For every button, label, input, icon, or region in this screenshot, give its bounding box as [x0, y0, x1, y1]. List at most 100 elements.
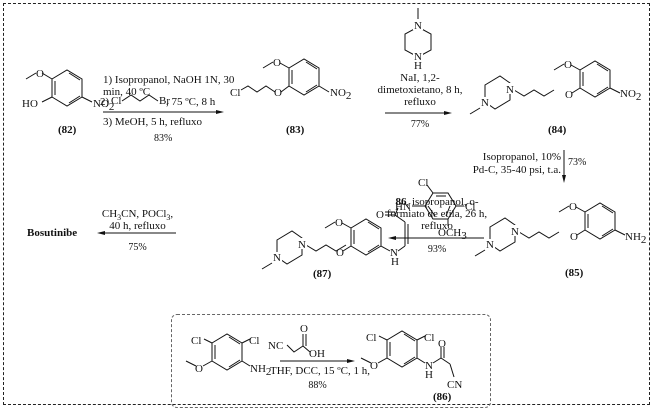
compound-84-ether-o: O	[565, 89, 573, 101]
compound-86-structure: Cl Cl O N H O CN	[360, 330, 462, 391]
bromochloropropane-chain	[121, 94, 159, 102]
compound-87-enamine-n: N	[390, 247, 398, 259]
bromochloropropane-cl: Cl	[111, 95, 121, 107]
step6-arrowhead	[347, 359, 355, 363]
step5-condition-line2: 40 h, refluxo	[109, 220, 166, 232]
step1-condition-line3-suffix: , 75 ºC, 8 h	[166, 96, 216, 108]
compound-83-structure: O O Cl NO2	[230, 57, 351, 102]
compound-87-methoxy-o: O	[335, 217, 343, 229]
compound-84-structure: N N O O NO2	[469, 59, 641, 115]
inset-box-compound-86	[171, 314, 491, 408]
compound-85-n-propyl: N	[511, 226, 519, 238]
compound-86-carbonyl-o: O	[438, 338, 446, 350]
step1-yield: 83%	[154, 133, 173, 144]
step3-condition-line1: Isopropanol, 10%	[482, 151, 561, 163]
step4-condition-line2: formiato de etila, 26 h,	[386, 208, 488, 220]
compound-87-structure: N N O O N H O HN Cl Cl OCH3	[261, 177, 475, 270]
compound-86-chloro-para: Cl	[366, 332, 376, 344]
compound-84-label: (84)	[548, 124, 567, 136]
compound-86-label: (86)	[433, 391, 452, 403]
step5-arrowhead	[97, 231, 105, 235]
compound-83-nitro: NO2	[330, 87, 351, 102]
compound-87-enamine-h: H	[391, 256, 399, 268]
compound-87-n-methyl: N	[273, 252, 281, 264]
compound-87-label: (87)	[313, 268, 332, 280]
step5-cn-pocl: CN, POCl	[121, 208, 167, 220]
step5-pocl-sub: 3	[166, 213, 171, 223]
bromochloropropane-br: Br	[159, 95, 170, 107]
step1-condition-line2: min, 40 ºC	[103, 86, 151, 98]
step3-yield: 73%	[568, 157, 587, 168]
step2-condition-line3: refluxo	[404, 96, 436, 108]
step1-condition-line4: 3) MeOH, 5 h, refluxo	[103, 116, 202, 128]
step5-ch: CH	[101, 208, 118, 220]
cyanoacetic-acid-hydroxy: OH	[309, 348, 325, 360]
compound-87-amide-nh: HN	[395, 201, 411, 213]
step4-condition-line1-rest: , isopropanol, o-	[406, 196, 479, 208]
product-bosutinib: Bosutinibe	[27, 227, 78, 239]
compound-85-methoxy-o: O	[569, 201, 577, 213]
compound-82-label: (82)	[58, 124, 77, 136]
step1-condition-line1: 1) Isopropanol, NaOH 1N, 30	[103, 74, 235, 86]
compound-85-label: (85)	[565, 267, 584, 279]
aniline-amine: NH2	[250, 363, 271, 378]
step4-reagent-86: 86	[395, 196, 407, 208]
step2-condition-line2: dimetoxietano, 8 h,	[377, 84, 463, 96]
compound-84-methoxy-o: O	[564, 59, 572, 71]
cyanoacetic-acid-structure: O NC OH	[268, 323, 325, 360]
step4-yield: 93%	[427, 244, 447, 255]
step4-condition-line1: 86, isopropanol, o-	[386, 196, 488, 208]
compound-85-ether-o: O	[570, 231, 578, 243]
aniline-structure: Cl Cl O NH2	[185, 333, 271, 378]
compound-82-methoxy-o: O	[36, 68, 44, 80]
step1-arrowhead	[216, 110, 224, 114]
compound-84-nitro: NO2	[620, 88, 641, 103]
methylpiperazine-h: H	[414, 60, 422, 72]
step5-ch-sub: 3	[117, 213, 122, 223]
step4-arrowhead	[388, 236, 396, 240]
step6-yield: 88%	[308, 380, 327, 391]
compound-82-hydroxy: HO	[22, 98, 38, 110]
compound-86-amide-h: H	[425, 369, 433, 381]
compound-87-n-propyl: N	[298, 239, 306, 251]
step3-condition-line2: Pd-C, 35-40 psi, t.a.	[472, 164, 561, 176]
compound-86-chloro-ortho: Cl	[424, 332, 434, 344]
step3-arrowhead	[562, 175, 566, 183]
step2-yield: 77%	[410, 119, 430, 130]
compound-87-chloro-ortho: Cl	[418, 177, 428, 189]
compound-85-structure: N N O O NH2	[474, 201, 646, 257]
step5-yield: 75%	[128, 242, 147, 253]
compound-87-chloro-para: Cl	[465, 201, 475, 213]
scheme-outer-border	[3, 3, 650, 405]
aniline-chloro-ortho: Cl	[249, 335, 259, 347]
compound-85-amine: NH2	[625, 231, 646, 246]
compound-83-label: (83)	[286, 124, 305, 136]
compound-83-chloro: Cl	[230, 87, 240, 99]
step5-condition-line1: CH3CN, POCl3,	[95, 208, 180, 224]
step1-condition-line3-prefix: 2)	[100, 96, 110, 108]
compound-87-carbonyl-o: O	[376, 209, 384, 221]
compound-86-amide-n: N	[425, 360, 433, 372]
methylpiperazine-structure: N N H	[404, 8, 432, 72]
aniline-chloro-para: Cl	[191, 335, 201, 347]
compound-84-n-methyl: N	[481, 97, 489, 109]
compound-83-ether-o: O	[274, 87, 282, 99]
compound-86-methoxy-o: O	[370, 360, 378, 372]
step2-arrowhead	[444, 111, 452, 115]
compound-82-nitro: NO2	[93, 98, 114, 113]
compound-86-nitrile: CN	[447, 379, 462, 391]
methylpiperazine-n-bottom: N	[414, 51, 422, 63]
compound-84-n-propyl: N	[506, 84, 514, 96]
step4-condition-line3: refluxo	[421, 220, 453, 232]
compound-83-methoxy-o: O	[273, 57, 281, 69]
cyanoacetic-acid-nitrile: NC	[268, 340, 283, 352]
methylpiperazine-n-top: N	[414, 20, 422, 32]
compound-87-och3: OCH3	[438, 227, 467, 242]
compound-87-ether-o: O	[336, 247, 344, 259]
step5-comma: ,	[170, 208, 174, 220]
compound-82-structure: O HO NO2	[22, 68, 114, 113]
compound-85-n-methyl: N	[486, 239, 494, 251]
cyanoacetic-acid-carbonyl-o: O	[300, 323, 308, 335]
step2-condition-line1: NaI, 1,2-	[400, 72, 440, 84]
